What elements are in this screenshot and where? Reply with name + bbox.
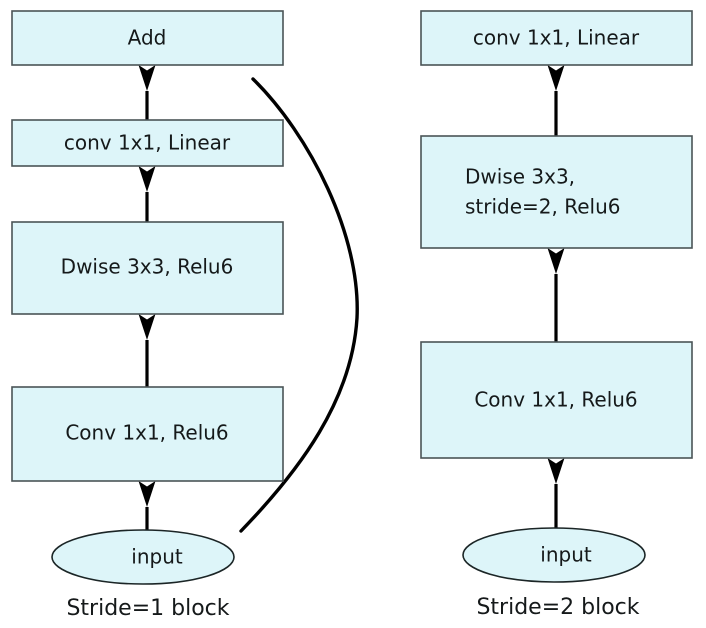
edge-skip-connection-left bbox=[239, 40, 359, 533]
edge-conv1-to-dwise-left bbox=[138, 314, 156, 387]
node-conv-relu-left-label: Conv 1x1, Relu6 bbox=[65, 421, 228, 445]
node-add-left[interactable]: Add bbox=[11, 10, 284, 66]
node-dwise-right-label-line1: Dwise 3x3, bbox=[465, 165, 575, 189]
caption-stride2: Stride=2 block bbox=[476, 595, 639, 620]
edge-conv2-to-add-left bbox=[138, 65, 156, 120]
node-input-right-label: input bbox=[540, 543, 592, 567]
edge-dwise-to-conv2-left bbox=[138, 166, 156, 222]
edge-input-to-conv1-right bbox=[547, 458, 565, 528]
node-conv-linear-left[interactable]: conv 1x1, Linear bbox=[11, 119, 284, 167]
node-conv-relu-right[interactable]: Conv 1x1, Relu6 bbox=[420, 341, 693, 459]
node-conv-relu-left[interactable]: Conv 1x1, Relu6 bbox=[11, 386, 284, 482]
node-conv-linear-left-label: conv 1x1, Linear bbox=[64, 131, 231, 155]
node-dwise-left[interactable]: Dwise 3x3, Relu6 bbox=[11, 221, 284, 315]
node-dwise-right-label-line2: stride=2, Relu6 bbox=[465, 195, 621, 219]
node-input-left-label: input bbox=[131, 545, 183, 569]
edge-input-to-conv1-left bbox=[138, 481, 156, 530]
edge-dwise-to-conv2-right bbox=[547, 65, 565, 136]
node-add-left-label: Add bbox=[128, 26, 167, 50]
node-dwise-left-label: Dwise 3x3, Relu6 bbox=[61, 255, 234, 279]
node-conv-relu-right-label: Conv 1x1, Relu6 bbox=[474, 388, 637, 412]
node-conv-linear-right[interactable]: conv 1x1, Linear bbox=[420, 10, 693, 66]
edge-conv1-to-dwise-right bbox=[547, 248, 565, 342]
node-input-left[interactable]: input bbox=[51, 529, 235, 585]
caption-stride1: Stride=1 block bbox=[66, 596, 229, 621]
node-dwise-right[interactable]: Dwise 3x3, stride=2, Relu6 bbox=[420, 135, 693, 249]
node-conv-linear-right-label: conv 1x1, Linear bbox=[473, 26, 640, 50]
node-input-right[interactable]: input bbox=[462, 527, 646, 583]
